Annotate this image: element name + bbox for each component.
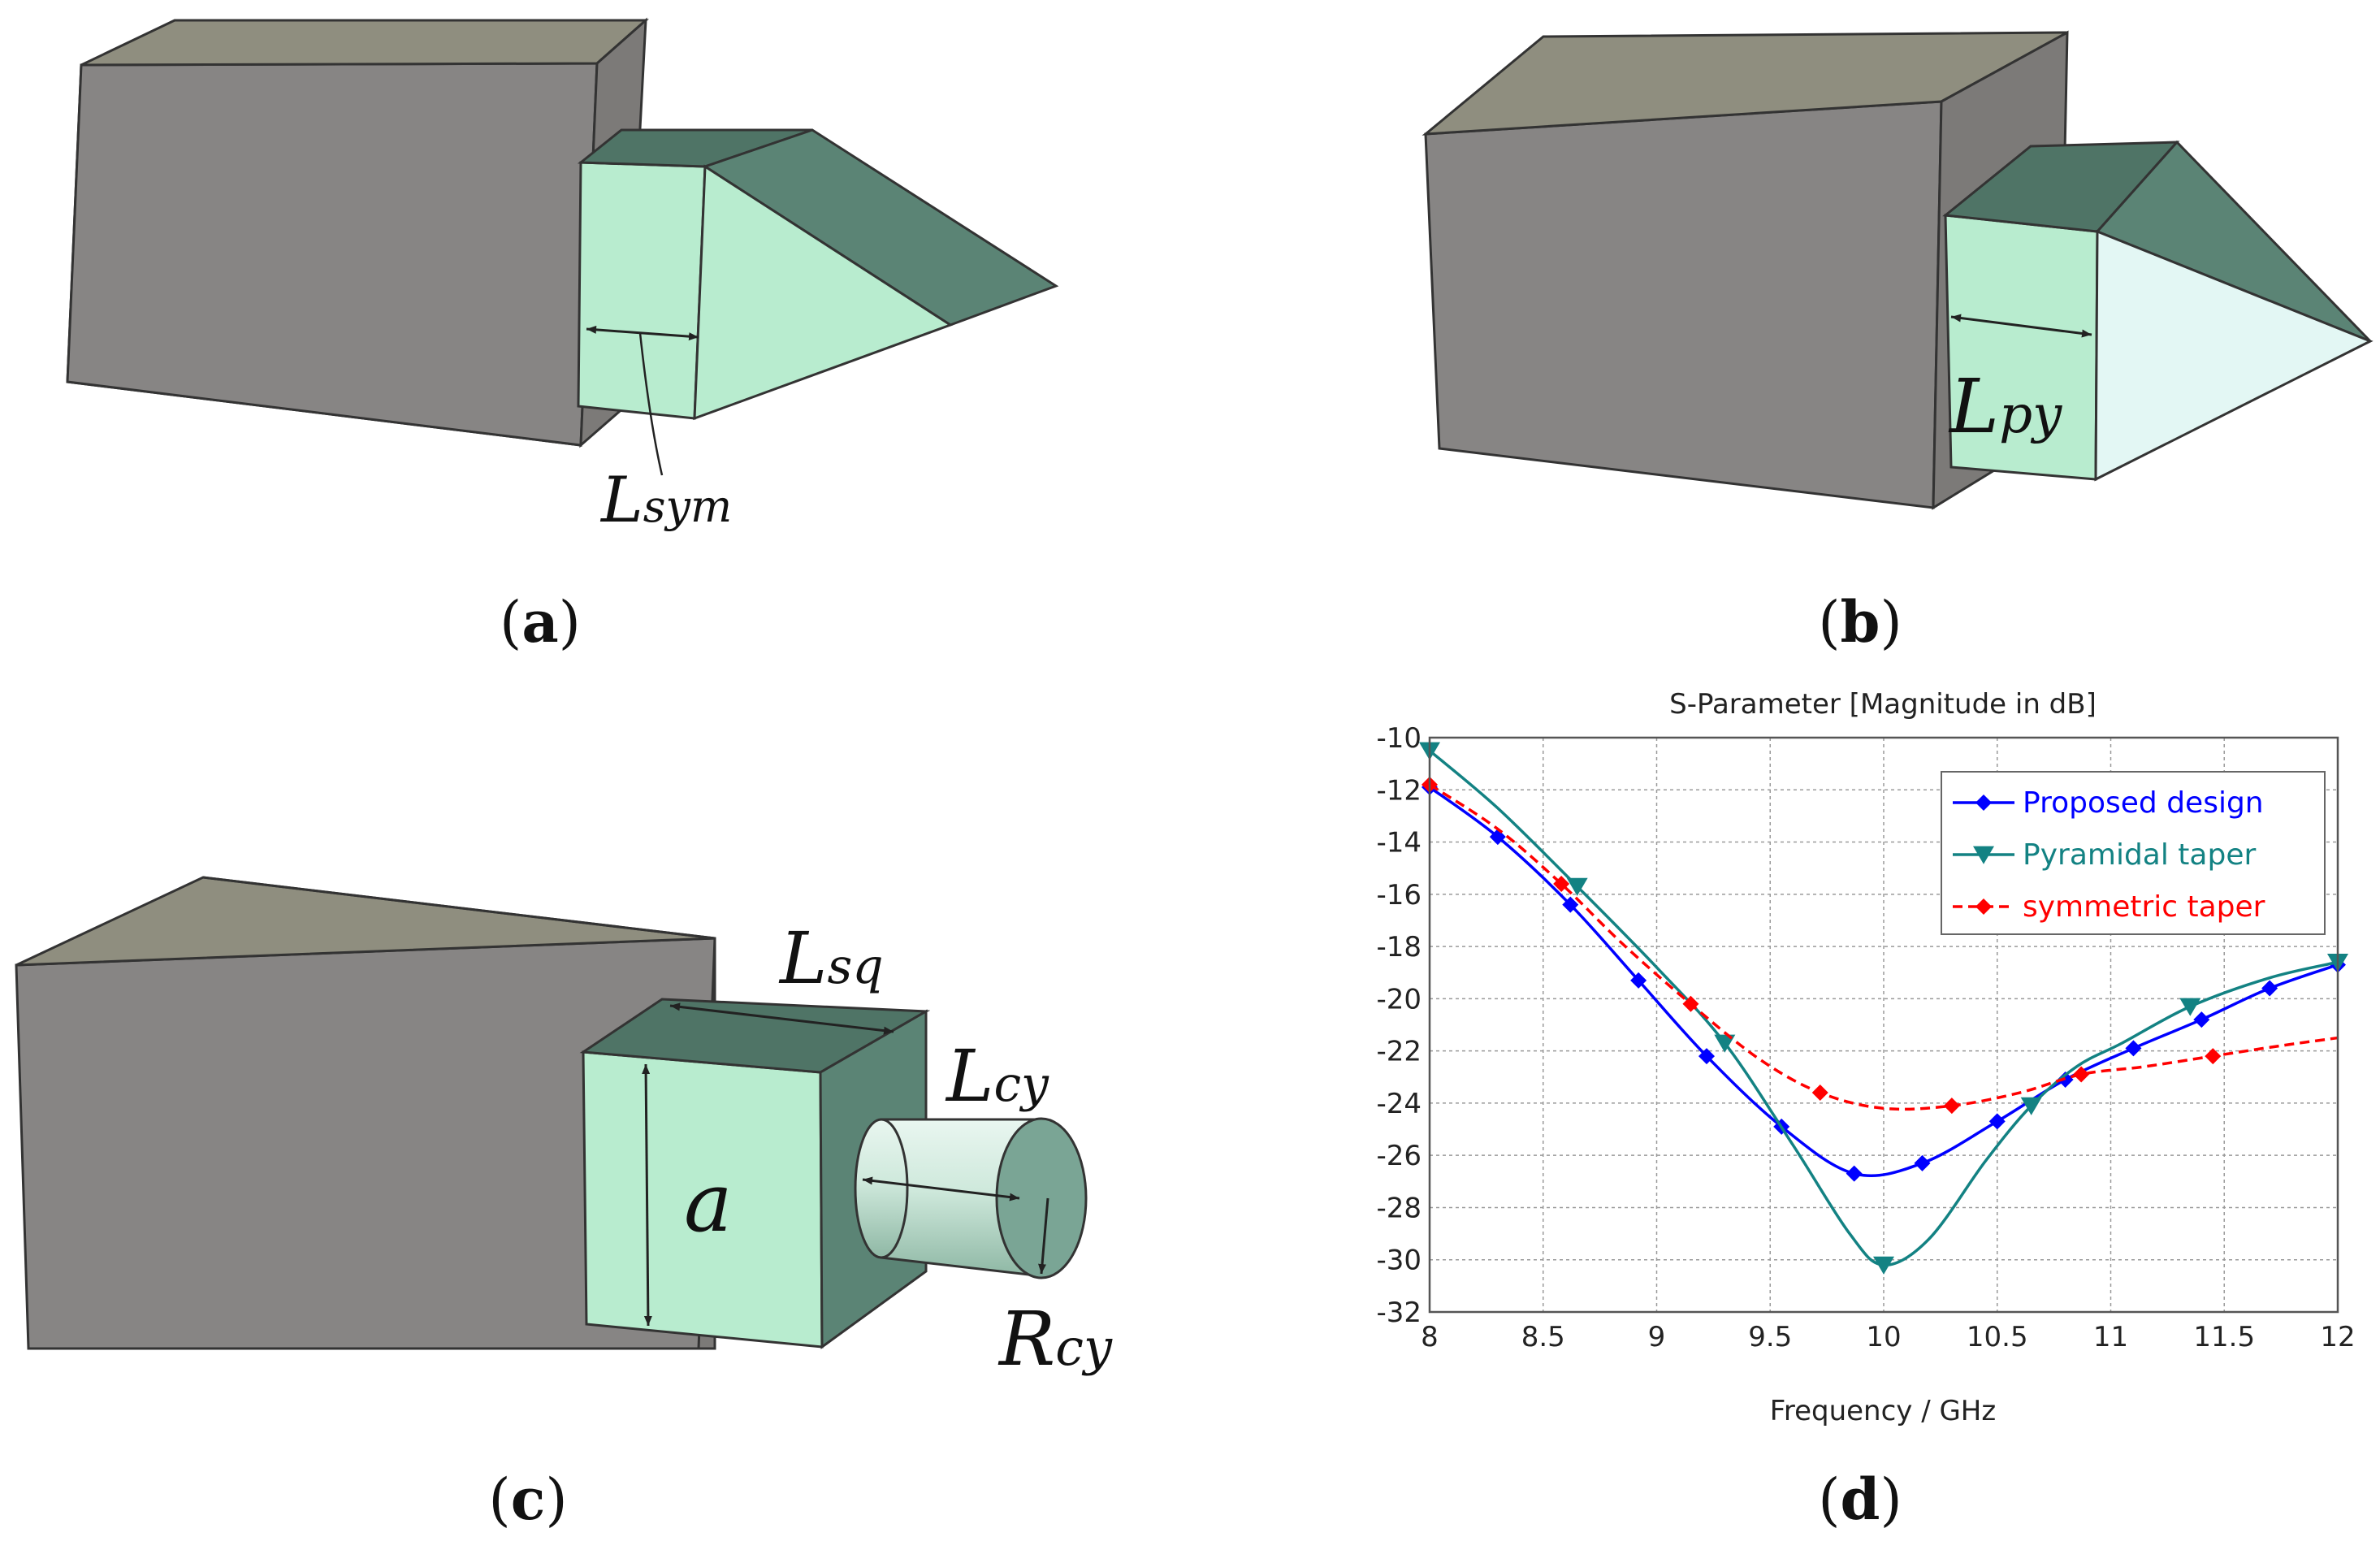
panel-a-dimension-arrow xyxy=(586,325,699,341)
panel-a-dimension-label: Lsym xyxy=(599,464,732,537)
series-0-marker-12 xyxy=(2261,980,2278,997)
chart-tick-labels: 8 8.5 9 9.5 10 10.5 11 11.5 12 -10 -12 -14 -16 -18 -20… xyxy=(1376,722,2355,1353)
panel-d-label: (d) xyxy=(1818,1466,1902,1533)
series-0-marker-10 xyxy=(2125,1040,2142,1057)
panel-c-lcy-label: Lcy xyxy=(945,1034,1049,1118)
series-2-marker-3 xyxy=(1811,1085,1828,1102)
chart-xlabel: Frequency / GHz xyxy=(1770,1395,1996,1427)
panel-c-rcy-label: Rcy xyxy=(997,1296,1113,1383)
y-tick-label-1: -12 xyxy=(1376,774,1422,807)
series-0-marker-7 xyxy=(1914,1154,1931,1171)
x-tick-label-5: 10.5 xyxy=(1967,1321,2028,1353)
legend-marker-1 xyxy=(1973,846,1994,864)
series-0-marker-6 xyxy=(1846,1165,1863,1182)
series-1-marker-1 xyxy=(1566,877,1588,896)
series-2-marker-2 xyxy=(1682,995,1699,1012)
x-tick-label-0: 8 xyxy=(1421,1321,1439,1353)
panel-d-chart: S-Parameter [Magnitude in dB] 8 8.5 9 9.5 10… xyxy=(1376,688,2355,1533)
series-1 xyxy=(1419,742,2348,1275)
series-1-marker-5 xyxy=(2179,998,2201,1016)
panel-c: Lsq Lcy a Rcy (c) xyxy=(15,876,1113,1533)
y-tick-label-10: -30 xyxy=(1376,1245,1422,1277)
x-tick-label-1: 8.5 xyxy=(1521,1321,1565,1353)
chart-series xyxy=(1419,742,2348,1275)
y-tick-label-9: -28 xyxy=(1376,1192,1422,1224)
series-0-marker-4 xyxy=(1698,1048,1715,1065)
x-tick-label-2: 9 xyxy=(1648,1321,1666,1353)
panel-b-label: (b) xyxy=(1818,588,1902,656)
panel-a-box-top xyxy=(80,19,649,67)
panel-b-box-front-face xyxy=(1424,100,1943,509)
y-tick-label-0: -10 xyxy=(1376,722,1422,755)
series-0-marker-2 xyxy=(1562,896,1579,913)
panel-c-cylinder-base xyxy=(854,1118,909,1259)
x-tick-label-7: 11.5 xyxy=(2193,1321,2255,1353)
panel-c-lsq-label: Lsq xyxy=(778,916,884,1000)
y-tick-label-7: -24 xyxy=(1376,1088,1422,1120)
panel-b: Lpy (b) xyxy=(1422,30,2374,656)
series-0-marker-8 xyxy=(1988,1113,2006,1130)
series-2-marker-6 xyxy=(2205,1048,2222,1065)
panel-b-taper-wedge-face xyxy=(2094,229,2374,482)
panel-a-box-front-face xyxy=(66,62,599,447)
panel-c-lcy-arrow xyxy=(862,1176,1020,1201)
panel-c-lsq-arrow xyxy=(669,1002,894,1035)
panel-a-leader-line xyxy=(638,332,664,476)
panel-b-dimension-arrow xyxy=(1950,314,2092,338)
x-tick-label-6: 11 xyxy=(2093,1321,2128,1353)
series-1-marker-4 xyxy=(2020,1097,2042,1115)
chart-title: S-Parameter [Magnitude in dB] xyxy=(1669,688,2097,721)
panel-c-rcy-arrow xyxy=(1038,1197,1049,1275)
y-tick-label-4: -18 xyxy=(1376,931,1422,963)
series-line-2 xyxy=(1429,783,2339,1111)
panel-a-label: (a) xyxy=(500,588,581,656)
legend-label-1: Pyramidal taper xyxy=(2023,838,2256,872)
x-tick-label-4: 10 xyxy=(1866,1321,1901,1353)
y-tick-label-3: -16 xyxy=(1376,879,1422,911)
legend-label-2: symmetric taper xyxy=(2023,890,2265,924)
series-2-marker-4 xyxy=(1943,1098,1960,1115)
series-0-marker-3 xyxy=(1630,972,1647,989)
y-tick-label-8: -26 xyxy=(1376,1140,1422,1172)
series-1-marker-2 xyxy=(1714,1034,1736,1053)
panel-a: Lsym (a) xyxy=(66,17,1059,656)
legend-marker-2 xyxy=(1975,898,1992,915)
legend-label-0: Proposed design xyxy=(2023,786,2264,820)
panel-b-dimension-label: Lpy xyxy=(1948,363,2062,450)
panel-c-a-label: a xyxy=(684,1155,733,1250)
panel-c-label: (c) xyxy=(488,1466,567,1533)
panel-a-taper-wedge-face xyxy=(693,164,954,421)
chart-plot-frame xyxy=(1428,736,2339,1314)
x-tick-label-8: 12 xyxy=(2320,1321,2355,1353)
y-tick-label-11: -32 xyxy=(1376,1297,1422,1329)
series-2-marker-1 xyxy=(1553,875,1570,892)
legend-marker-0 xyxy=(1975,794,1992,811)
panel-c-a-arrow xyxy=(642,1063,652,1327)
y-tick-label-5: -20 xyxy=(1376,983,1422,1015)
series-1-marker-3 xyxy=(1873,1256,1894,1275)
series-2 xyxy=(1422,776,2339,1115)
panel-a-taper-front-face xyxy=(577,161,707,420)
x-tick-label-3: 9.5 xyxy=(1748,1321,1792,1353)
series-2-marker-5 xyxy=(2073,1066,2090,1083)
series-0-marker-11 xyxy=(2193,1011,2210,1028)
y-tick-label-6: -22 xyxy=(1376,1036,1422,1068)
y-tick-label-2: -14 xyxy=(1376,827,1422,859)
